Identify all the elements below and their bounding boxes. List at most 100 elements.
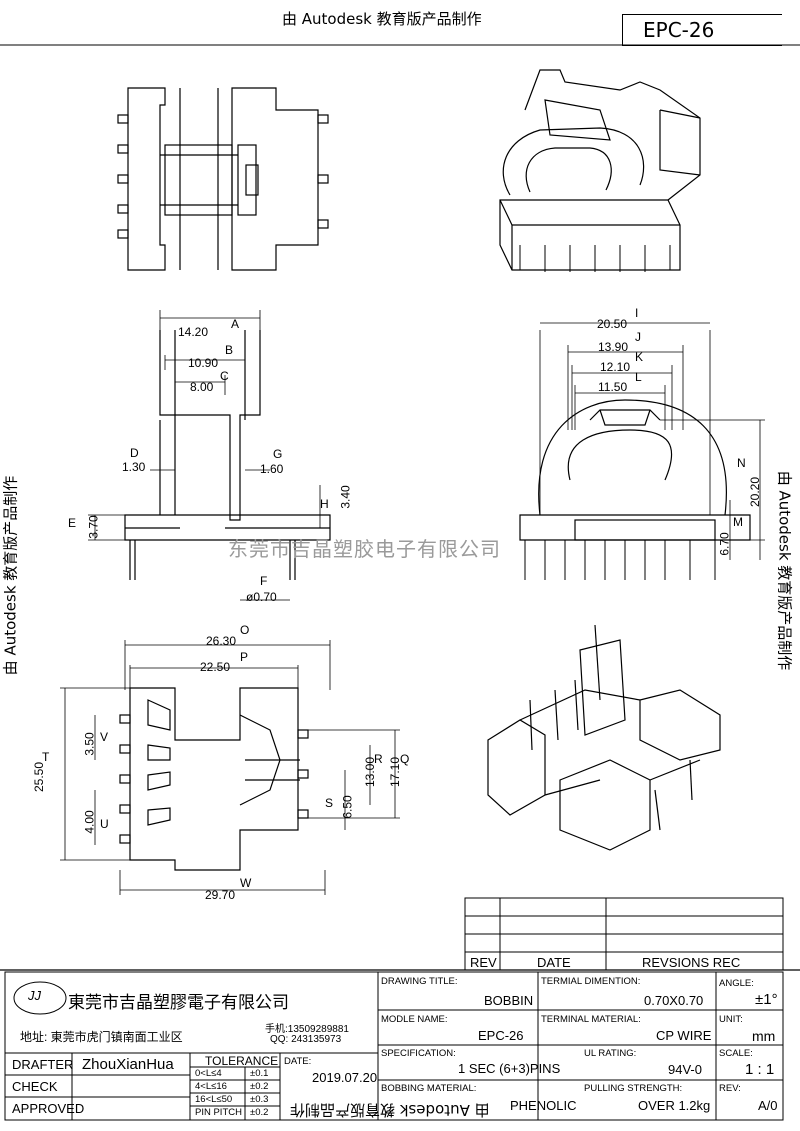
dim-u: 4.00 [82, 810, 97, 834]
dim-c: 8.00 [190, 380, 214, 394]
dim-b: 10.90 [188, 356, 219, 370]
tol-value-2: ±0.2 [250, 1081, 269, 1092]
label-n: N [737, 456, 746, 470]
spec-value: 1 SEC (6+3)PINS [458, 1061, 561, 1076]
model-value: EPC-26 [478, 1028, 524, 1043]
bottom-watermark: 由 Autodesk 教育版产品制作 [290, 1101, 490, 1119]
dim-i: 20.50 [597, 317, 628, 331]
label-e: E [68, 516, 77, 530]
tol-value-4: ±0.2 [250, 1107, 269, 1118]
logo: JJ [28, 988, 41, 1003]
label-c: C [220, 369, 229, 383]
dim-o: 26.30 [206, 634, 237, 648]
tol-range-3: 16<L≤50 [195, 1094, 233, 1105]
label-h: H [320, 497, 329, 511]
bobbin-mat-label: BOBBING MATERIAL: [381, 1083, 477, 1094]
label-o: O [240, 623, 250, 637]
company-name: 東莞市吉晶塑膠電子有限公司 [68, 993, 289, 1013]
dim-d: 1.30 [122, 460, 146, 474]
pull-label: PULLING STRENGTH: [584, 1083, 683, 1094]
model-label: MODLE NAME: [381, 1014, 448, 1025]
phone: 手机:13509289881 [265, 1024, 349, 1035]
company-watermark: 东莞市吉晶塑胶电子有限公司 [228, 537, 501, 561]
scale-label: SCALE: [719, 1048, 753, 1059]
tol-value-3: ±0.3 [250, 1094, 269, 1105]
date-label: DATE: [284, 1056, 312, 1067]
dim-n: 20.20 [748, 476, 763, 508]
revisions-header: REVSIONS REC [642, 955, 741, 970]
label-k: K [635, 350, 644, 364]
date-header: DATE [537, 955, 571, 970]
terminal-dim-label: TERMIAL DIMENTION: [541, 976, 641, 987]
address: 地址: 東莞市虎门镇南面工业区 [20, 1030, 183, 1044]
rev-label: REV: [719, 1083, 741, 1094]
dim-p: 22.50 [200, 660, 231, 674]
tol-value-1: ±0.1 [250, 1068, 269, 1079]
tol-range-1: 0<L≤4 [195, 1068, 222, 1079]
label-p: P [240, 650, 249, 664]
tol-range-2: 4<L≤16 [195, 1081, 227, 1092]
rev-header: REV [470, 955, 497, 970]
label-d: D [130, 446, 139, 460]
isometric-view-bottom [487, 624, 721, 851]
dim-k: 12.10 [600, 360, 631, 374]
spec-label: SPECIFICATION: [381, 1048, 456, 1059]
label-i: I [635, 306, 639, 320]
dim-h: 3.40 [338, 485, 353, 509]
header-watermark: 由 Autodesk 教育版产品制作 [282, 10, 482, 28]
label-g: G [273, 447, 283, 461]
revision-table [464, 897, 784, 971]
angle-label: ANGLE: [719, 978, 754, 989]
drafter-name: ZhouXianHua [82, 1056, 174, 1073]
rev-value: A/0 [758, 1098, 778, 1113]
scale-value: 1 : 1 [745, 1061, 775, 1078]
title-block [4, 971, 784, 1121]
top-view [117, 87, 329, 271]
ul-label: UL RATING: [584, 1048, 637, 1059]
front-view [88, 310, 331, 601]
drafter-label: DRAFTER [12, 1057, 74, 1072]
label-v: V [100, 730, 109, 744]
drawing-title: BOBBIN [484, 993, 534, 1008]
terminal-dim: 0.70X0.70 [644, 993, 704, 1008]
label-m: M [733, 515, 743, 529]
dim-s: 6.50 [340, 795, 355, 819]
label-f: F [260, 574, 268, 588]
terminal-mat: CP WIRE [656, 1028, 712, 1043]
dim-a: 14.20 [178, 325, 209, 339]
label-w: W [240, 876, 252, 890]
unit-label: UNIT: [719, 1014, 743, 1025]
check-label: CHECK [12, 1079, 58, 1094]
dim-v: 3.50 [82, 732, 97, 756]
pull-value: OVER 1.2kg [638, 1098, 711, 1113]
dim-j: 13.90 [598, 340, 629, 354]
label-l: L [635, 370, 642, 384]
ul-value: 94V-0 [668, 1062, 702, 1077]
approved-label: APPROVED [12, 1101, 85, 1116]
label-a: A [231, 317, 240, 331]
dim-l: 11.50 [598, 380, 628, 394]
drawing-title-label: DRAWING TITLE: [381, 976, 458, 987]
terminal-mat-label: TERMINAL MATERIAL: [541, 1014, 641, 1025]
qq: QQ: 243135973 [270, 1034, 342, 1045]
label-j: J [635, 330, 641, 344]
dim-m: 6.70 [717, 532, 732, 556]
label-u: U [100, 817, 109, 831]
side-view [519, 322, 765, 580]
label-s: S [325, 796, 334, 810]
dim-t: 25.50 [32, 761, 47, 793]
dim-g: 1.60 [260, 462, 284, 476]
dim-e: 3.70 [86, 515, 101, 539]
label-b: B [225, 343, 234, 357]
dim-f: ø0.70 [246, 590, 277, 604]
right-watermark: 由 Autodesk 教育版产品制作 [775, 470, 794, 671]
bottom-view [60, 640, 400, 895]
date-value: 2019.07.20 [312, 1070, 378, 1085]
label-t: T [42, 750, 50, 764]
unit-value: mm [752, 1028, 776, 1044]
label-r: R [374, 752, 383, 766]
label-q: Q [400, 752, 410, 766]
dim-w: 29.70 [205, 888, 236, 902]
part-number: EPC-26 [622, 14, 782, 46]
